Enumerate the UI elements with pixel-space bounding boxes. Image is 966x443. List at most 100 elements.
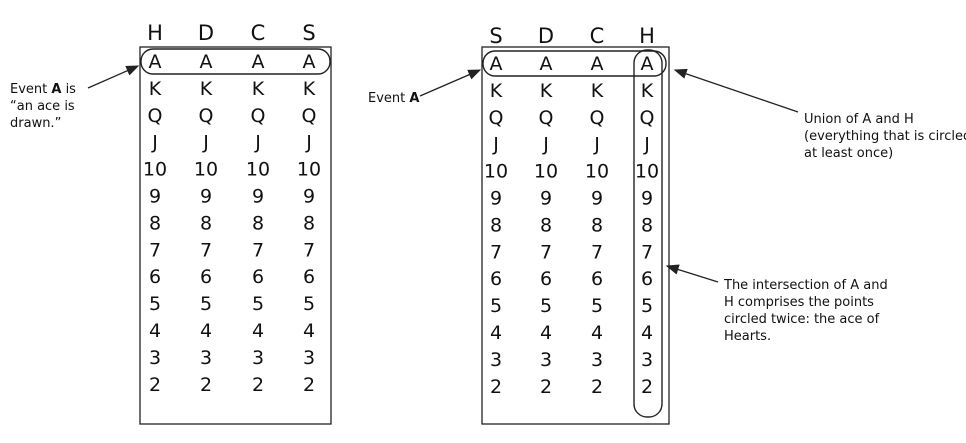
right-card-9-d: 9 — [540, 188, 552, 210]
right-card-a-s: A — [490, 53, 503, 75]
right-card-5-d: 5 — [540, 295, 552, 317]
left-card-6-h: 6 — [149, 266, 161, 288]
intersection-label-line1: The intersection of A and — [723, 278, 888, 293]
right-card-k-d: K — [540, 80, 553, 102]
right-card-9-s: 9 — [490, 188, 502, 210]
left-card-2-d: 2 — [200, 374, 212, 396]
right-card-5-c: 5 — [591, 295, 603, 317]
right-card-a-h: A — [641, 53, 654, 75]
right-deck-border — [481, 46, 670, 425]
right-card-q-h: Q — [640, 107, 655, 129]
left-card-a-h: A — [149, 51, 162, 73]
right-card-7-d: 7 — [540, 241, 552, 263]
left-card-2-h: 2 — [149, 374, 161, 396]
right-card-q-s: Q — [489, 107, 504, 129]
left-card-q-s: Q — [302, 105, 317, 127]
right-event-a-loop — [482, 50, 667, 77]
right-card-10-s: 10 — [484, 161, 508, 183]
left-suit-header-h: H — [147, 21, 163, 45]
left-card-5-s: 5 — [303, 293, 315, 315]
left-card-a-d: A — [200, 51, 213, 73]
right-card-j-h: J — [643, 134, 650, 156]
left-card-q-c: Q — [251, 105, 266, 127]
left-card-2-s: 2 — [303, 374, 315, 396]
left-card-10-s: 10 — [297, 159, 321, 181]
right-card-9-h: 9 — [641, 188, 653, 210]
right-card-q-d: Q — [539, 107, 554, 129]
left-card-8-d: 8 — [200, 212, 212, 234]
left-card-7-h: 7 — [149, 239, 161, 261]
right-card-3-h: 3 — [641, 349, 653, 371]
left-card-10-h: 10 — [143, 159, 167, 181]
left-card-j-s: J — [305, 132, 312, 154]
left-card-4-s: 4 — [303, 320, 315, 342]
right-card-8-s: 8 — [490, 214, 502, 236]
left-card-j-d: J — [202, 132, 209, 154]
left-card-7-d: 7 — [200, 239, 212, 261]
left-card-10-c: 10 — [246, 159, 270, 181]
left-card-q-h: Q — [148, 105, 163, 127]
left-event-a-loop — [140, 48, 331, 75]
left-card-6-s: 6 — [303, 266, 315, 288]
right-card-2-h: 2 — [641, 376, 653, 398]
right-card-6-c: 6 — [591, 268, 603, 290]
left-card-9-d: 9 — [200, 186, 212, 208]
right-card-a-c: A — [591, 53, 604, 75]
intersection-label-line4: Hearts. — [724, 329, 771, 344]
left-card-2-c: 2 — [252, 374, 264, 396]
left-event-arrow — [87, 65, 140, 89]
left-suit-header-d: D — [198, 21, 214, 45]
left-card-k-d: K — [200, 78, 213, 100]
right-card-8-d: 8 — [540, 214, 552, 236]
left-card-9-c: 9 — [252, 186, 264, 208]
right-card-9-c: 9 — [591, 188, 603, 210]
right-suit-header-h: H — [639, 24, 655, 48]
left-card-8-h: 8 — [149, 212, 161, 234]
left-card-3-d: 3 — [200, 347, 212, 369]
right-card-4-c: 4 — [591, 322, 603, 344]
right-card-2-c: 2 — [591, 376, 603, 398]
left-card-3-s: 3 — [303, 347, 315, 369]
left-card-3-c: 3 — [252, 347, 264, 369]
left-card-5-c: 5 — [252, 293, 264, 315]
right-card-2-d: 2 — [540, 376, 552, 398]
left-card-8-s: 8 — [303, 212, 315, 234]
left-card-5-d: 5 — [200, 293, 212, 315]
left-card-a-s: A — [303, 51, 316, 73]
left-card-k-c: K — [252, 78, 265, 100]
right-card-j-s: J — [492, 134, 499, 156]
left-card-6-d: 6 — [200, 266, 212, 288]
right-card-a-d: A — [540, 53, 553, 75]
left-card-10-d: 10 — [194, 159, 218, 181]
left-card-9-h: 9 — [149, 186, 161, 208]
left-event-label-line3: drawn.” — [10, 116, 61, 131]
right-card-4-s: 4 — [490, 322, 502, 344]
left-card-7-s: 7 — [303, 239, 315, 261]
left-card-5-h: 5 — [149, 293, 161, 315]
intersection-arrow — [665, 264, 719, 283]
right-card-5-s: 5 — [490, 295, 502, 317]
right-suit-header-s: S — [489, 24, 502, 48]
right-card-j-d: J — [542, 134, 549, 156]
left-card-4-c: 4 — [252, 320, 264, 342]
right-card-8-c: 8 — [591, 214, 603, 236]
intersection-label-line2: H comprises the points — [724, 295, 874, 310]
right-suit-header-c: C — [590, 24, 605, 48]
right-card-7-s: 7 — [490, 241, 502, 263]
right-card-j-c: J — [593, 134, 600, 156]
right-card-4-h: 4 — [641, 322, 653, 344]
right-card-2-s: 2 — [490, 376, 502, 398]
left-event-label-line1: Event A is — [10, 82, 76, 97]
right-card-8-h: 8 — [641, 214, 653, 236]
right-card-7-h: 7 — [641, 241, 653, 263]
left-card-9-s: 9 — [303, 186, 315, 208]
right-card-3-c: 3 — [591, 349, 603, 371]
left-event-label-line2: “an ace is — [10, 99, 75, 114]
right-card-3-s: 3 — [490, 349, 502, 371]
union-label-line1: Union of A and H — [804, 112, 914, 127]
left-card-k-s: K — [303, 78, 316, 100]
left-card-3-h: 3 — [149, 347, 161, 369]
left-card-j-h: J — [151, 132, 158, 154]
